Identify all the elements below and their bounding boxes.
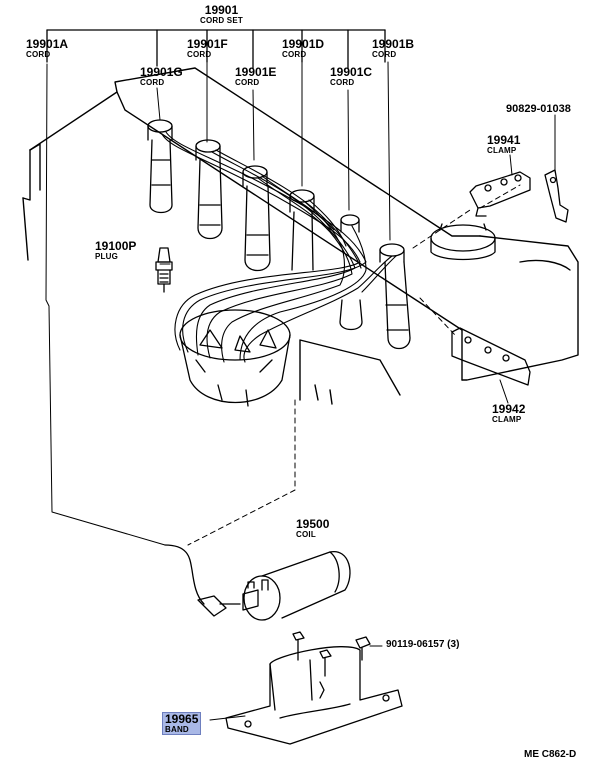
part-name: CORD <box>140 78 165 87</box>
distributor <box>179 309 291 407</box>
dashed-guides <box>187 184 521 546</box>
plug-boot-6 <box>379 243 411 350</box>
part-name: COIL <box>296 530 316 539</box>
part-name: PLUG <box>95 252 119 261</box>
label-cord-g: 19901G CORD <box>140 66 183 87</box>
cord-set-bracket <box>46 29 386 69</box>
label-cord-b: 19901B CORD <box>372 38 414 59</box>
part-number: 19901C <box>330 65 373 79</box>
part-name: BAND <box>165 725 189 734</box>
part-name: CORD <box>26 50 51 59</box>
part-name: CORD <box>235 78 260 87</box>
label-cord-set: 19901 CORD SET <box>200 4 243 25</box>
part-name: CLAMP <box>487 146 517 155</box>
part-number: 19942 <box>492 402 526 416</box>
part-number: 19901A <box>26 37 69 51</box>
part-number: 90119-06157 (3) <box>386 639 460 650</box>
part-number: 19901 <box>204 3 239 17</box>
clamp-19941 <box>469 171 531 217</box>
part-name: CORD <box>282 50 307 59</box>
label-clamp-19942: 19942 CLAMP <box>492 403 525 424</box>
bracket-90829 <box>544 169 569 223</box>
coil-lead <box>164 544 241 617</box>
oil-filler-cap <box>430 223 496 261</box>
label-bolt-90829: 90829-01038 <box>506 104 571 115</box>
coil-band <box>225 646 403 745</box>
label-cord-e: 19901E CORD <box>235 66 276 87</box>
part-number: 19901D <box>282 37 325 51</box>
plug-boot-5 <box>339 214 363 331</box>
part-number: 19901G <box>140 65 183 79</box>
part-name: CORD <box>187 50 212 59</box>
part-number: 19100P <box>95 239 137 253</box>
spark-plug <box>155 247 173 293</box>
ignition-cords <box>161 131 397 363</box>
part-name: CORD SET <box>200 16 243 25</box>
part-number: 19901F <box>187 37 228 51</box>
part-number: 19965 <box>165 712 199 726</box>
diagram-code: ME C862-D <box>524 749 577 760</box>
label-bolt-90119: 90119-06157 (3) <box>386 640 459 650</box>
label-cord-a: 19901A CORD <box>26 38 68 59</box>
part-name: CORD <box>372 50 397 59</box>
part-number: 90829-01038 <box>506 103 571 115</box>
part-number: 19500 <box>296 517 330 531</box>
label-coil: 19500 COIL <box>296 518 329 539</box>
ignition-coil <box>242 551 351 621</box>
bolts <box>292 631 371 677</box>
part-number: 19901B <box>372 37 415 51</box>
label-cord-f: 19901F CORD <box>187 38 228 59</box>
plug-boot-2 <box>195 139 223 240</box>
label-band[interactable]: 19965 BAND <box>162 712 202 735</box>
label-clamp-19941: 19941 CLAMP <box>487 134 520 155</box>
label-cord-c: 19901C CORD <box>330 66 372 87</box>
cylinder-head <box>22 67 579 405</box>
part-number: 19941 <box>487 133 521 147</box>
label-cord-d: 19901D CORD <box>282 38 324 59</box>
part-name: CLAMP <box>492 415 522 424</box>
part-name: CORD <box>330 78 355 87</box>
plug-boot-1 <box>147 119 173 214</box>
clamp-19942 <box>451 327 531 386</box>
label-plug: 19100P PLUG <box>95 240 136 261</box>
part-number: 19901E <box>235 65 277 79</box>
